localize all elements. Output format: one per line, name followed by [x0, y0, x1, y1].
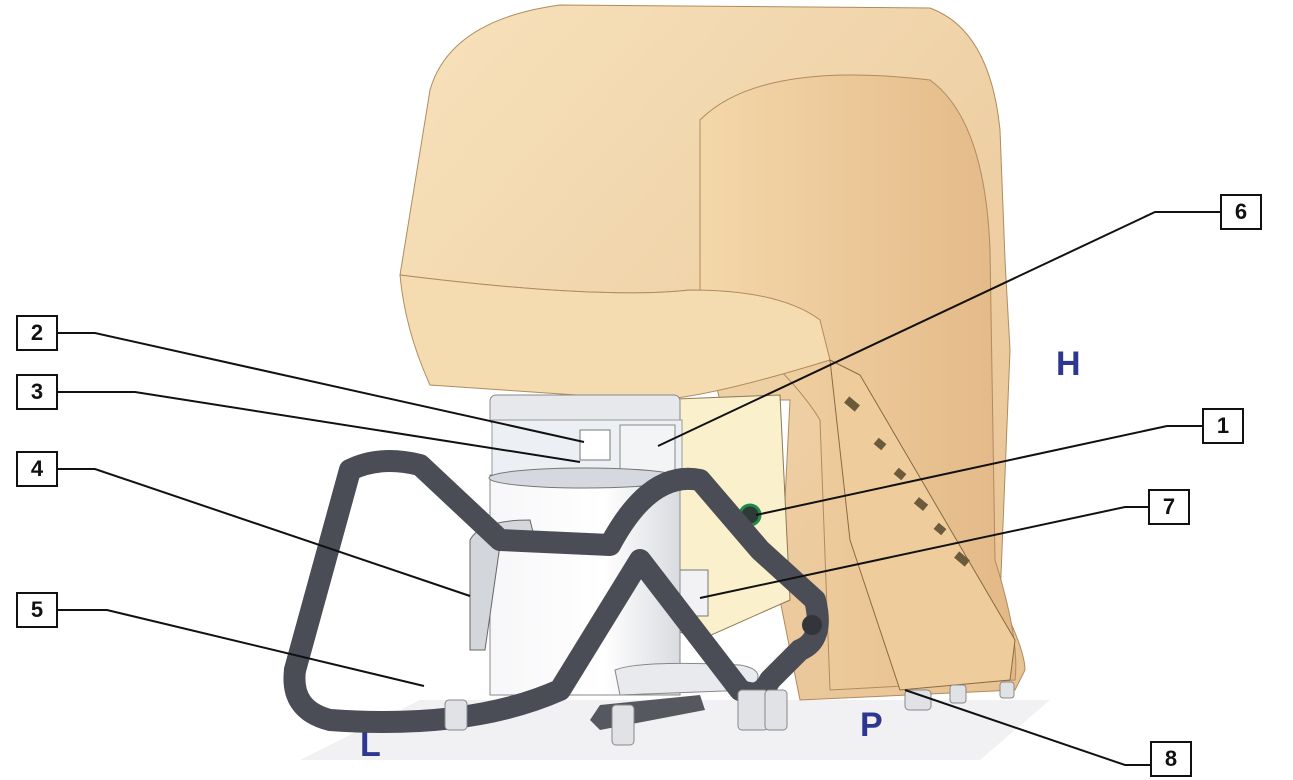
callout-7: 7	[1148, 489, 1190, 525]
leader-6	[657, 211, 1220, 447]
handle-pivot	[802, 615, 822, 635]
leader-3	[58, 391, 581, 463]
callout-5: 5	[16, 592, 58, 628]
callout-3: 3	[16, 374, 58, 410]
callout-8: 8	[1150, 741, 1192, 777]
leader-4	[58, 468, 471, 597]
zone-label-h: H	[1056, 345, 1081, 383]
connector-ports	[844, 396, 970, 567]
handle-frame	[283, 450, 829, 733]
housing-front-block	[399, 274, 831, 401]
zone-label-p: P	[860, 706, 883, 744]
leader-2	[58, 332, 585, 443]
leader-7	[699, 506, 1148, 599]
callout-1: 1	[1202, 408, 1244, 444]
leader-lines	[58, 211, 1220, 766]
leader-1	[755, 425, 1202, 516]
cylinder-grip	[469, 519, 536, 651]
callout-4: 4	[16, 451, 58, 487]
callout-6: 6	[1220, 194, 1262, 230]
leader-5	[58, 609, 425, 687]
callout-2: 2	[16, 315, 58, 351]
leader-8	[904, 689, 1150, 766]
zone-label-l: L	[360, 726, 381, 764]
feet	[444, 681, 1015, 746]
